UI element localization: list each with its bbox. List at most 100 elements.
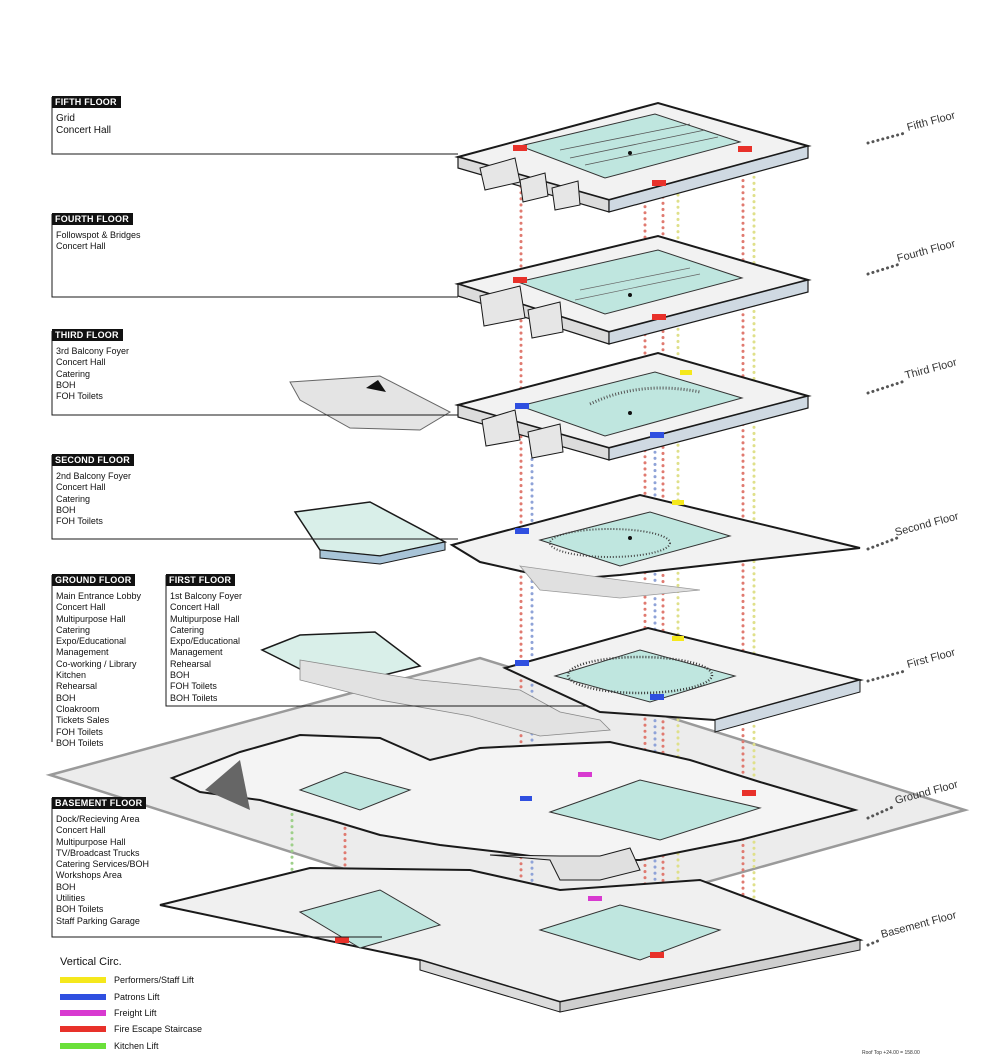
program-list: 3rd Balcony Foyer Concert Hall Catering … — [56, 346, 129, 402]
list-item: Multipurpose Hall — [170, 613, 240, 624]
fifth-floor-block: FIFTH FLOOR Grid Concert Hall — [52, 92, 121, 137]
level-label-fourth: Fourth Floor — [896, 238, 957, 265]
list-item: Rehearsal — [170, 658, 212, 669]
roof-note: Roof Top +24.00 = 158.00 — [862, 1050, 920, 1056]
legend-label: Freight Lift — [114, 1007, 157, 1018]
list-item: Utilities — [56, 893, 86, 904]
legend-entry-freight-lift: Freight Lift — [60, 1005, 202, 1021]
list-item: Concert Hall — [56, 125, 112, 136]
concert-hall-fifth — [518, 113, 742, 179]
legend-swatch — [60, 993, 106, 1000]
list-item: 1st Balcony Foyer — [170, 591, 243, 601]
level-label-first: First Floor — [906, 646, 957, 670]
multipurpose-hall-basement — [298, 889, 442, 949]
first-floor-plate — [260, 626, 864, 737]
list-item: Concert Hall — [56, 482, 106, 493]
list-item: FOH Toilets — [56, 516, 103, 527]
list-item: Rehearsal — [56, 681, 98, 692]
level-indicators — [866, 131, 907, 947]
floor-tag: FIRST FLOOR — [166, 574, 236, 586]
list-item: Concert Hall — [56, 357, 106, 368]
level-label-basement: Basement Floor — [880, 909, 958, 941]
list-item: 2nd Balcony Foyer — [56, 471, 132, 481]
legend-swatch — [60, 977, 106, 984]
legend-label: Kitchen Lift — [114, 1040, 159, 1051]
list-item: BOH Toilets — [170, 692, 218, 703]
basement-floor-plate — [159, 866, 864, 1013]
list-item: Staff Parking Garage — [56, 915, 140, 926]
third-floor-block: THIRD FLOOR 3rd Balcony Foyer Concert Ha… — [52, 325, 129, 402]
legend-entry-fire-escape: Fire Escape Staircase — [60, 1021, 202, 1037]
concert-hall-third — [518, 371, 744, 437]
floor-tag: FIFTH FLOOR — [52, 96, 121, 108]
legend-swatch — [60, 1042, 106, 1049]
list-item: Management — [170, 647, 223, 658]
list-item: Concert Hall — [56, 825, 106, 836]
list-item: Cloakroom — [56, 703, 100, 714]
fourth-floor-plate — [454, 234, 812, 345]
fourth-floor-block: FOURTH FLOOR Followspot & Bridges Concer… — [52, 209, 141, 253]
list-item: Concert Hall — [56, 241, 106, 252]
floor-tag: GROUND FLOOR — [52, 574, 136, 586]
fifth-floor-plate — [454, 101, 812, 213]
first-leader — [165, 575, 588, 707]
list-item: Main Entrance Lobby — [56, 591, 142, 601]
third-floor-roof-canopy — [289, 375, 452, 431]
list-item: Catering Services/BOH — [56, 859, 150, 870]
second-floor-plate — [293, 493, 861, 599]
legend-label: Fire Escape Staircase — [114, 1024, 203, 1035]
list-item: Concert Hall — [56, 602, 106, 613]
legend-swatch — [60, 1009, 106, 1016]
list-item: Multipurpose Hall — [56, 613, 126, 624]
second-leader — [51, 455, 458, 540]
legend-label: Patrons Lift — [114, 991, 160, 1002]
list-item: BOH Toilets — [56, 904, 104, 915]
legend-entry-performers-lift: Performers/Staff Lift — [60, 972, 202, 988]
list-item: BOH — [170, 670, 190, 681]
list-item: Dock/Recieving Area — [56, 814, 140, 824]
floor-tag: BASEMENT FLOOR — [52, 797, 147, 809]
legend-label: Performers/Staff Lift — [114, 975, 194, 986]
ground-floor-block: GROUND FLOOR Main Entrance Lobby Concert… — [52, 570, 141, 749]
list-item: Catering — [56, 368, 91, 379]
list-item: Tickets Sales — [56, 715, 110, 726]
list-item: Management — [56, 647, 109, 658]
vertical-circulation-legend: Vertical Circ. Performers/Staff Lift Pat… — [60, 956, 202, 1054]
floor-tag: FOURTH FLOOR — [52, 213, 133, 225]
second-floor-block: SECOND FLOOR 2nd Balcony Foyer Concert H… — [52, 450, 134, 527]
list-item: FOH Toilets — [56, 726, 103, 737]
first-floor-block: FIRST FLOOR 1st Balcony Foyer Concert Ha… — [166, 570, 242, 704]
list-item: Catering — [56, 493, 91, 504]
concert-hall-fourth — [516, 249, 744, 315]
multipurpose-hall-ground — [298, 771, 412, 811]
concert-hall-ground — [548, 779, 762, 841]
list-item: Grid — [56, 113, 75, 124]
fifth-leader — [51, 97, 458, 155]
list-item: FOH Toilets — [170, 681, 217, 692]
concert-hall-second — [538, 511, 732, 567]
program-list: Grid Concert Hall — [56, 113, 121, 137]
program-list: 1st Balcony Foyer Concert Hall Multipurp… — [170, 591, 242, 704]
legend-entry-patrons-lift: Patrons Lift — [60, 988, 202, 1004]
program-list: Dock/Recieving Area Concert Hall Multipu… — [56, 814, 149, 927]
fourth-leader — [51, 214, 458, 298]
floor-tag: SECOND FLOOR — [52, 454, 134, 466]
floor-tag: THIRD FLOOR — [52, 329, 123, 341]
list-item: Co-working / Library — [56, 658, 137, 669]
third-floor-plate — [289, 351, 812, 461]
basement-floor-block: BASEMENT FLOOR Dock/Recieving Area Conce… — [52, 793, 149, 927]
list-item: BOH — [56, 504, 76, 515]
list-item: Multipurpose Hall — [56, 836, 126, 847]
level-label-second: Second Floor — [894, 510, 961, 539]
legend-entry-kitchen-lift: Kitchen Lift — [60, 1038, 202, 1054]
third-leader — [51, 331, 458, 416]
program-list: 2nd Balcony Foyer Concert Hall Catering … — [56, 471, 134, 527]
legend-swatch — [60, 1026, 106, 1033]
legend-title: Vertical Circ. — [60, 956, 122, 968]
ground-floor-plate — [169, 733, 859, 881]
basement-leader — [51, 798, 382, 938]
program-list: Main Entrance Lobby Concert Hall Multipu… — [56, 591, 141, 749]
list-item: 3rd Balcony Foyer — [56, 346, 130, 356]
leader-lines — [51, 97, 588, 938]
